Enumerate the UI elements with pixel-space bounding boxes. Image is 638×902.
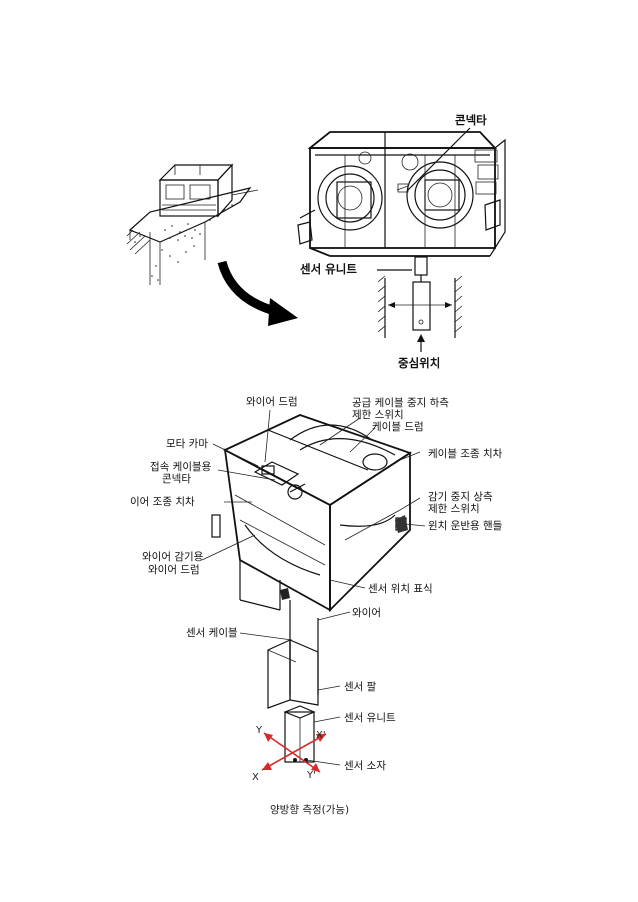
label-winch-carry-handle: 윈치 운반용 핸들 — [428, 519, 503, 532]
label-sensor-element: 센서 소자 — [344, 760, 386, 772]
label-ear-adjust-position: 이어 조종 치차 — [130, 496, 195, 508]
label-winding-stop-limit-2: 제한 스위치 — [428, 502, 480, 515]
label-connect-cable-connector-2: 콘넥타 — [162, 473, 191, 485]
label-cable-drum: 케이블 드럼 — [372, 420, 424, 433]
axis-x-label: X — [252, 772, 259, 783]
axis-y-prime-label: Y' — [306, 770, 316, 781]
label-wire-winding-drum-2: 와이어 드럼 — [148, 563, 200, 576]
center-position-label: 중심위치 — [398, 356, 440, 370]
label-connect-cable-connector-1: 접속 케이블용 — [150, 461, 212, 473]
axis-x-prime-label: X' — [316, 730, 326, 741]
label-supply-cable-limit-2: 제한 스위치 — [352, 408, 404, 421]
curved-arrow-icon — [217, 260, 298, 326]
caption: 양방향 측정(가능) — [270, 804, 349, 816]
label-cable-adjust-position: 케이블 조종 치차 — [428, 448, 503, 460]
sensor-unit-label-top: 센서 유니트 — [300, 262, 357, 276]
label-wire-winding-drum-1: 와이어 감기용 — [142, 551, 204, 563]
label-sensor-unit: 센서 유니트 — [344, 712, 396, 724]
measurement-axes — [261, 732, 327, 773]
label-motor-cover: 모타 카마 — [166, 438, 208, 450]
label-supply-cable-limit-1: 공급 케이블 중지 하측 — [352, 396, 449, 409]
winch-isometric-bottom — [201, 409, 426, 766]
label-sensor-arm: 센서 팔 — [344, 681, 377, 693]
label-wire-drum: 와이어 드럼 — [246, 395, 298, 408]
label-wire: 와이어 — [352, 607, 381, 619]
winch-cutaway-top — [297, 127, 506, 352]
connector-label: 콘넥타 — [455, 113, 487, 127]
label-sensor-cable: 센서 케이블 — [186, 627, 238, 639]
label-winding-stop-limit-1: 감기 중지 상측 — [428, 491, 493, 503]
axis-y-label: Y — [255, 725, 263, 736]
small-winch-sketch — [126, 163, 259, 285]
label-sensor-position-mark: 센서 위치 표식 — [368, 582, 433, 595]
